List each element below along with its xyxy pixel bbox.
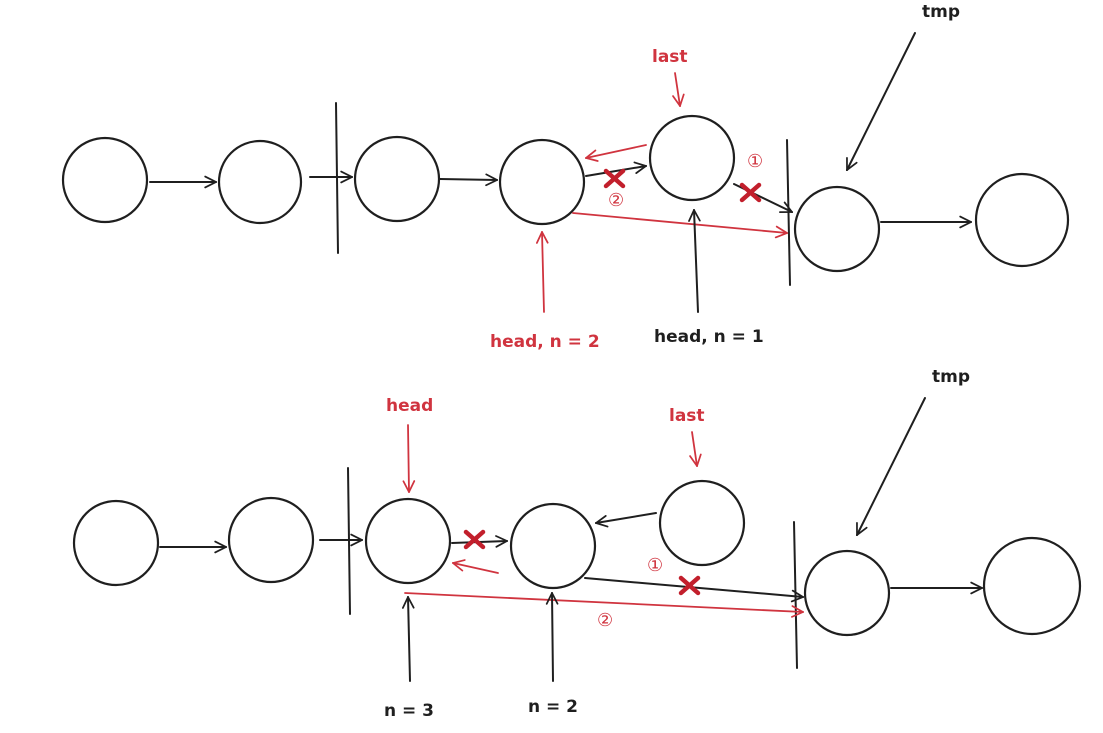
top-last-label: last [652, 47, 688, 67]
top-node-1 [61, 136, 149, 224]
bottom-node-n2 [509, 502, 597, 590]
top-node-head-n2 [498, 138, 586, 226]
top-step-one: ① [747, 151, 763, 172]
bottom-node-last [658, 479, 746, 567]
bottom-n3-pointer [408, 597, 410, 682]
top-node-2 [217, 139, 303, 225]
bottom-red-arrow-n2-to-head [453, 563, 499, 574]
top-cross-mark-2 [739, 182, 762, 203]
bottom-node-tmp [803, 549, 891, 637]
bottom-cross-mark-1 [463, 529, 486, 550]
bottom-last-label: last [669, 406, 705, 426]
bottom-node-tail [982, 536, 1082, 636]
top-head-n1-pointer [694, 210, 698, 313]
bottom-step-two: ② [597, 610, 613, 631]
bottom-node-head [364, 497, 452, 585]
bottom-head-label: head [386, 396, 433, 416]
top-arrow-3-head [439, 179, 497, 180]
top-last-pointer [675, 72, 680, 106]
bottom-separator-right [793, 521, 798, 669]
bottom-diagram: ① ② tmp last head n = 3 n = 2 [72, 367, 1082, 721]
top-step-two: ② [608, 190, 624, 211]
top-red-arrow-last-to-head [586, 144, 647, 158]
bottom-tmp-pointer [856, 397, 926, 535]
bottom-node-2 [227, 496, 315, 584]
bottom-last-pointer [692, 431, 697, 466]
top-diagram: ① ② tmp last head, n = 2 head, n = 1 [61, 2, 1070, 352]
bottom-tmp-label: tmp [932, 367, 970, 387]
bottom-n3-label: n = 3 [384, 701, 434, 721]
top-tmp-label: tmp [922, 2, 960, 22]
bottom-step-one: ① [647, 555, 663, 576]
top-separator-right [786, 139, 791, 286]
top-cross-mark-1 [603, 168, 626, 189]
top-head-n2-pointer [542, 232, 544, 313]
bottom-n2-label: n = 2 [528, 697, 578, 717]
top-head-n1-label: head, n = 1 [654, 327, 764, 347]
top-tmp-pointer [846, 32, 916, 170]
bottom-head-pointer [408, 424, 409, 492]
bottom-cross-mark-2 [678, 575, 701, 596]
bottom-n2-pointer [552, 593, 553, 682]
top-node-last [648, 114, 736, 202]
top-red-arrow-head-to-tmp [572, 212, 787, 233]
bottom-node-1 [72, 499, 160, 587]
bottom-arrow-last-n2 [596, 512, 657, 523]
top-arrow-head-last [585, 166, 646, 177]
top-head-n2-label: head, n = 2 [490, 332, 600, 352]
bottom-red-arrow-head-to-tmp [404, 592, 803, 612]
top-node-tail [974, 172, 1070, 268]
top-node-tmp [793, 185, 881, 273]
top-node-3 [353, 135, 441, 223]
